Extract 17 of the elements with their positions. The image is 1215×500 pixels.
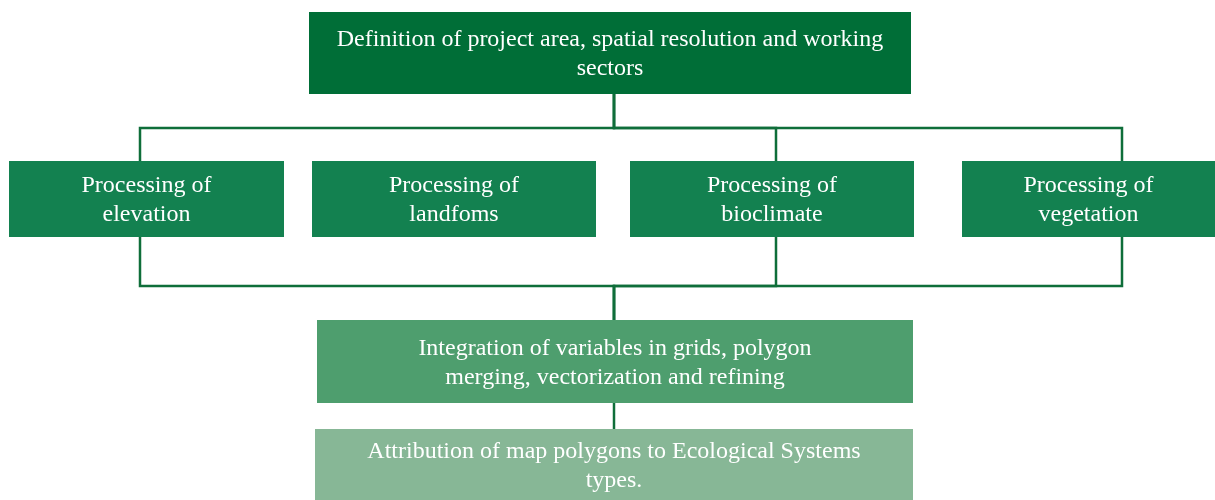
box-text: Definition of project area, spatial resolution and working sectors [335,24,885,82]
box-text: Attribution of map polygons to Ecological Systems types. [366,435,862,494]
process-box [962,161,1215,237]
connector-line [612,237,1124,320]
process-box [315,429,913,500]
process-box [317,320,913,403]
process-box [309,12,911,94]
box-text: Processing of elevation [80,170,213,228]
box-text: Integration of variables in grids, polygon merging, vectorization and refining [417,332,813,391]
process-box [630,161,914,237]
box-text: Processing of vegetation [1022,170,1155,228]
connector-line [612,94,1124,161]
process-box [9,161,284,237]
box-text: Processing of bioclimate [706,170,838,228]
box-text: Processing of landfoms [388,170,520,228]
connector-line [612,403,616,429]
process-box [312,161,596,237]
